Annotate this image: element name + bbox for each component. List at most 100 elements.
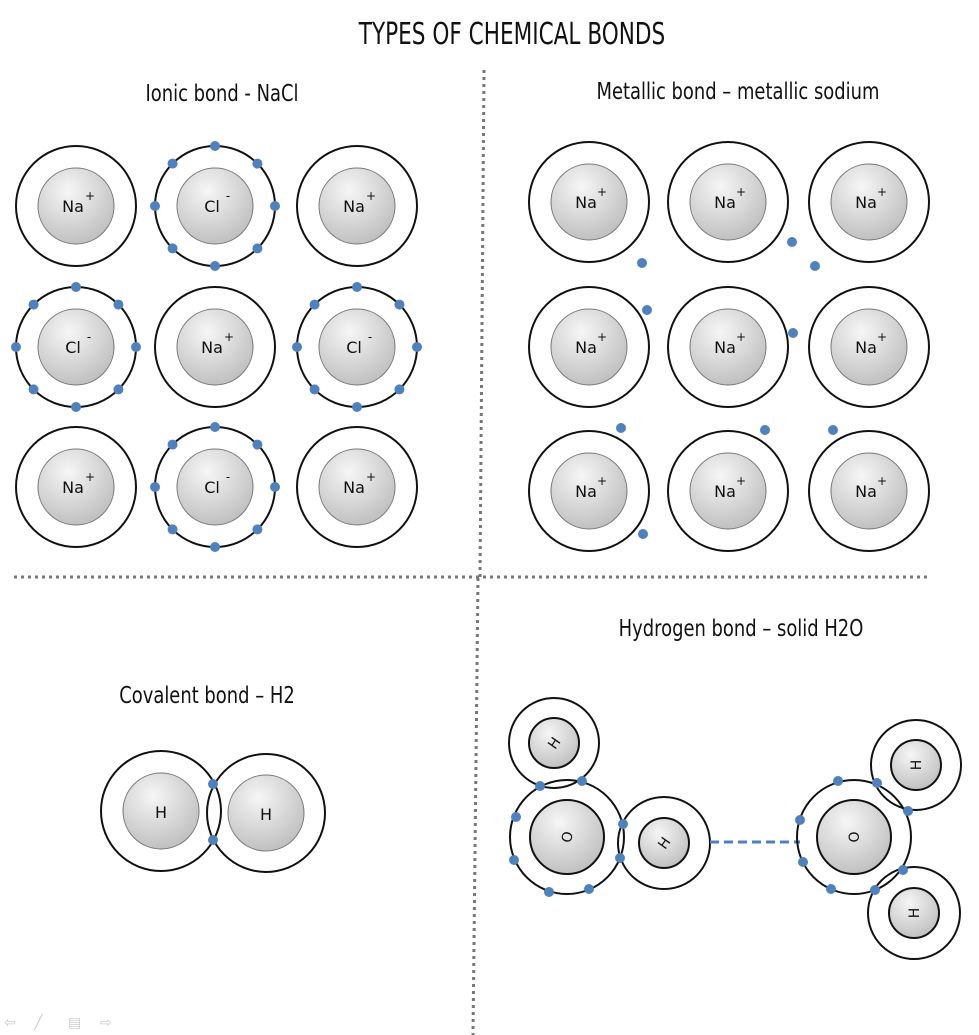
electron bbox=[71, 282, 81, 292]
electron bbox=[270, 482, 280, 492]
sodium-ion: Na+ bbox=[296, 145, 418, 267]
electron bbox=[150, 201, 160, 211]
sodium-ion-nucleus bbox=[550, 308, 628, 386]
chloride-ion-charge: - bbox=[226, 189, 230, 203]
electron bbox=[167, 158, 178, 169]
sodium-ion-nucleus bbox=[689, 163, 767, 241]
electron bbox=[615, 853, 625, 863]
electron bbox=[309, 384, 320, 395]
water-right-h-bottom-label: H bbox=[907, 908, 923, 919]
slide-nav-icons: ⇦ ╱ ▤ ⇨ bbox=[4, 1014, 112, 1031]
electron bbox=[577, 776, 587, 786]
electron bbox=[167, 524, 178, 535]
sodium-ion-charge: + bbox=[85, 470, 95, 484]
electron bbox=[210, 141, 220, 151]
water-right-o-orbit bbox=[796, 779, 912, 895]
electron bbox=[28, 384, 39, 395]
free-electron bbox=[760, 425, 770, 435]
electron bbox=[826, 884, 836, 894]
pen-icon[interactable]: ╱ bbox=[33, 1014, 44, 1031]
chloride-ion-nucleus bbox=[176, 167, 254, 245]
free-electrons bbox=[616, 237, 838, 539]
sodium-ion-nucleus bbox=[37, 167, 115, 245]
electron bbox=[131, 342, 141, 352]
sodium-ion-orbit bbox=[15, 426, 137, 548]
sodium-ion-nucleus bbox=[689, 452, 767, 530]
chloride-ion-charge: - bbox=[226, 470, 230, 484]
sodium-ion-orbit bbox=[667, 141, 789, 263]
sodium-ion-orbit bbox=[667, 430, 789, 552]
menu-icon[interactable]: ▤ bbox=[68, 1015, 81, 1031]
sodium-ion-label: Na bbox=[714, 193, 736, 212]
sodium-ion-nucleus bbox=[830, 308, 908, 386]
sodium-ion-nucleus bbox=[830, 452, 908, 530]
electron bbox=[71, 402, 81, 412]
electron bbox=[28, 299, 39, 310]
sodium-ion-label: Na bbox=[343, 478, 365, 497]
sodium-ion-orbit bbox=[808, 286, 930, 408]
water-left-o-label: O bbox=[559, 830, 577, 844]
covalent-bond-title: Covalent bond – H2 bbox=[119, 682, 295, 709]
hydrogen-label-left: H bbox=[155, 803, 167, 822]
sodium-ion-charge: + bbox=[85, 189, 95, 203]
water-right-o-label: O bbox=[847, 831, 863, 842]
sodium-ion-label: Na bbox=[62, 478, 84, 497]
sodium-ion-orbit bbox=[154, 286, 276, 408]
electron bbox=[394, 299, 405, 310]
sodium-ion-charge: + bbox=[877, 185, 887, 199]
chloride-ion: Cl- bbox=[150, 141, 280, 271]
chloride-ion: Cl- bbox=[292, 282, 422, 412]
sodium-ion-label: Na bbox=[201, 338, 223, 357]
sodium-ion-label: Na bbox=[62, 197, 84, 216]
electron bbox=[167, 439, 178, 450]
sodium-ion-orbit bbox=[15, 145, 137, 267]
vertical-divider-bottom bbox=[471, 577, 480, 1035]
hydrogen-orbit-left bbox=[100, 750, 222, 872]
sodium-ion-nucleus bbox=[318, 167, 396, 245]
sodium-ion: Na+ bbox=[15, 145, 137, 267]
electron bbox=[352, 402, 362, 412]
back-arrow-icon[interactable]: ⇦ bbox=[4, 1015, 16, 1031]
sodium-ion-label: Na bbox=[575, 193, 597, 212]
electron bbox=[544, 887, 554, 897]
electron bbox=[394, 384, 405, 395]
electron bbox=[833, 776, 843, 786]
sodium-ion-charge: + bbox=[366, 189, 376, 203]
sodium-ion-charge: + bbox=[877, 330, 887, 344]
electron bbox=[210, 422, 220, 432]
water-left-h-top-nucleus bbox=[528, 717, 580, 769]
sodium-ion-nucleus bbox=[830, 163, 908, 241]
covalent-h2-molecule: H H bbox=[100, 750, 326, 873]
electron bbox=[113, 299, 124, 310]
electron bbox=[252, 524, 263, 535]
chloride-ion-nucleus bbox=[318, 308, 396, 386]
shared-electron-bottom bbox=[208, 835, 218, 845]
sodium-ion-orbit bbox=[528, 141, 650, 263]
sodium-ion-charge: + bbox=[597, 185, 607, 199]
electron bbox=[870, 885, 880, 895]
electron bbox=[270, 201, 280, 211]
sodium-ion-label: Na bbox=[855, 338, 877, 357]
water-right-h-bottom-nucleus bbox=[888, 887, 940, 939]
sodium-ion: Na+ bbox=[808, 286, 930, 408]
sodium-ion-label: Na bbox=[714, 338, 736, 357]
forward-arrow-icon[interactable]: ⇨ bbox=[100, 1015, 112, 1031]
sodium-ion-label: Na bbox=[714, 482, 736, 501]
electron bbox=[252, 158, 263, 169]
electron bbox=[795, 815, 805, 825]
chloride-ion-label: Cl bbox=[204, 478, 220, 497]
electron bbox=[412, 342, 422, 352]
sodium-ion: Na+ bbox=[808, 141, 930, 263]
sodium-ion-orbit bbox=[528, 286, 650, 408]
shared-electron-top bbox=[208, 779, 218, 789]
chloride-ion-charge: - bbox=[368, 330, 372, 344]
sodium-ion: Na+ bbox=[154, 286, 276, 408]
hydrogen-label-right: H bbox=[260, 805, 272, 824]
hydrogen-bond-water: H O H O H H bbox=[508, 697, 962, 960]
electron bbox=[252, 243, 263, 254]
water-left-h-right-nucleus bbox=[638, 817, 690, 869]
sodium-ion-label: Na bbox=[343, 197, 365, 216]
electron bbox=[210, 261, 220, 271]
sodium-ion-label: Na bbox=[575, 482, 597, 501]
